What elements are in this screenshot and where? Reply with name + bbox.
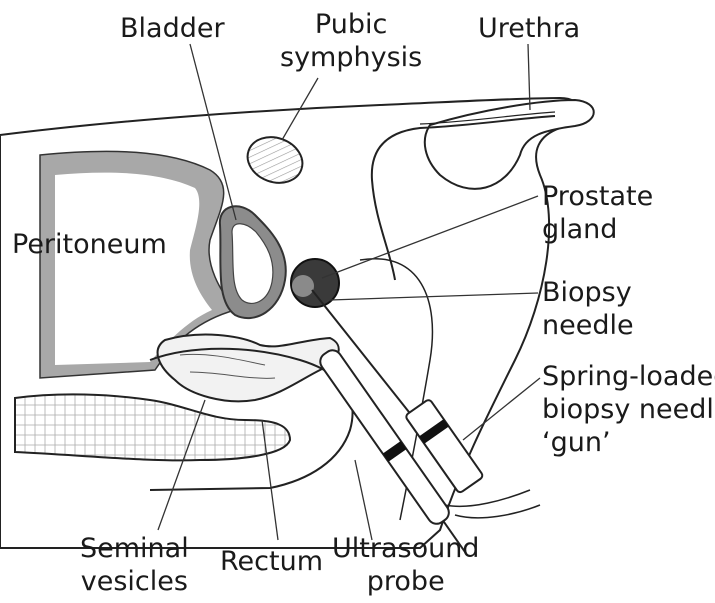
label-pubic-symphysis: Pubic symphysis: [280, 8, 422, 74]
label-seminal-vesicles: Seminal vesicles: [80, 532, 189, 598]
label-peritoneum: Peritoneum: [12, 228, 167, 261]
gun-cables: [445, 490, 540, 518]
label-prostate-gland: Prostate gland: [542, 180, 653, 246]
label-biopsy-needle: Biopsy needle: [542, 276, 634, 342]
label-spring-loaded-gun: Spring-loaded biopsy needle ‘gun’: [542, 360, 715, 459]
label-rectum: Rectum: [220, 545, 323, 578]
label-urethra: Urethra: [478, 12, 580, 45]
label-bladder: Bladder: [120, 12, 225, 45]
label-ultrasound-probe: Ultrasound probe: [332, 532, 479, 598]
